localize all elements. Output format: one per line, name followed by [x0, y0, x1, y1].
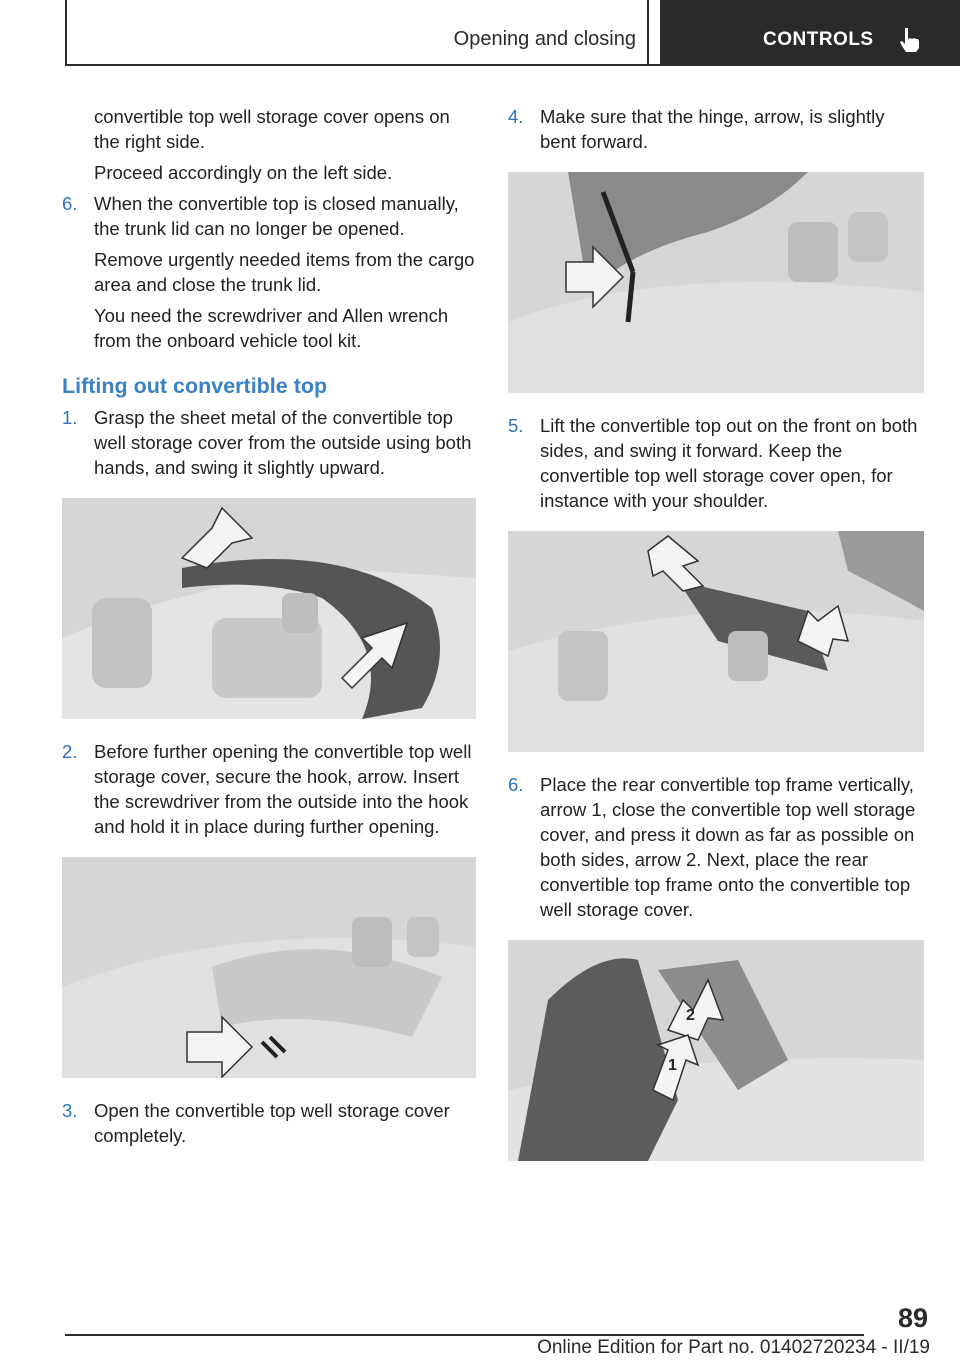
arrow-1-label: 1 [668, 1057, 677, 1074]
page-number: 89 [897, 1303, 928, 1333]
step-text: Before further opening the convertible t… [94, 741, 472, 837]
step-text: Lift the convertible top out on the fron… [540, 415, 918, 511]
step-6-right: 6. Place the rear convertible top frame … [508, 772, 924, 922]
step-6-left: 6. When the convertible top is closed ma… [62, 191, 476, 241]
footer-rule [65, 1334, 864, 1336]
step-4: 4. Make sure that the hinge, arrow, is s… [508, 104, 924, 154]
header-rule [65, 64, 896, 66]
step-number: 6. [62, 193, 78, 214]
header-frame [65, 0, 649, 66]
step-text: Make sure that the hinge, arrow, is slig… [540, 106, 885, 152]
step-number: 4. [508, 106, 524, 127]
step-number: 2. [62, 741, 78, 762]
step-number: 1. [62, 407, 78, 428]
step-text: Open the convertible top well storage co… [94, 1100, 450, 1146]
figure-storage-cover-swing-up [62, 498, 476, 719]
step-3: 3. Open the convertible top well storage… [62, 1098, 476, 1148]
figure-lift-top-out [508, 531, 924, 752]
step-number: 6. [508, 774, 524, 795]
right-column: 4. Make sure that the hinge, arrow, is s… [508, 104, 924, 1181]
step-5: 5. Lift the convertible top out on the f… [508, 413, 924, 513]
arrow-2-label: 2 [686, 1007, 695, 1024]
step-1: 1. Grasp the sheet metal of the converti… [62, 405, 476, 480]
step-text: Grasp the sheet metal of the convertible… [94, 407, 472, 478]
continued-text: convertible top well storage cover opens… [94, 106, 450, 152]
figure-place-rear-frame: 2 1 [508, 940, 924, 1161]
left-column: convertible top well storage cover opens… [62, 104, 476, 1148]
chapter-tab: CONTROLS [660, 0, 960, 66]
pointing-hand-icon [900, 28, 919, 52]
section-title: Opening and closing [453, 28, 636, 50]
step-number: 3. [62, 1100, 78, 1121]
continued-text-2: Proceed accordingly on the left side. [94, 162, 393, 183]
chapter-tab-label: CONTROLS [763, 29, 874, 50]
figure-secure-hook [62, 857, 476, 1078]
step-text: Place the rear convertible top frame ver… [540, 774, 916, 920]
step-number: 5. [508, 415, 524, 436]
step-text: When the convertible top is closed manua… [94, 193, 459, 239]
section-heading: Lifting out convertible top [62, 374, 328, 398]
step-6-note-1: Remove urgently needed items from the ca… [94, 249, 475, 295]
edition-note: Online Edition for Part no. 01402720234 … [537, 1337, 930, 1358]
figure-hinge-bent-forward [508, 172, 924, 393]
step-2: 2. Before further opening the convertibl… [62, 739, 476, 839]
step-6-note-2: You need the screwdriver and Allen wrenc… [94, 305, 449, 351]
